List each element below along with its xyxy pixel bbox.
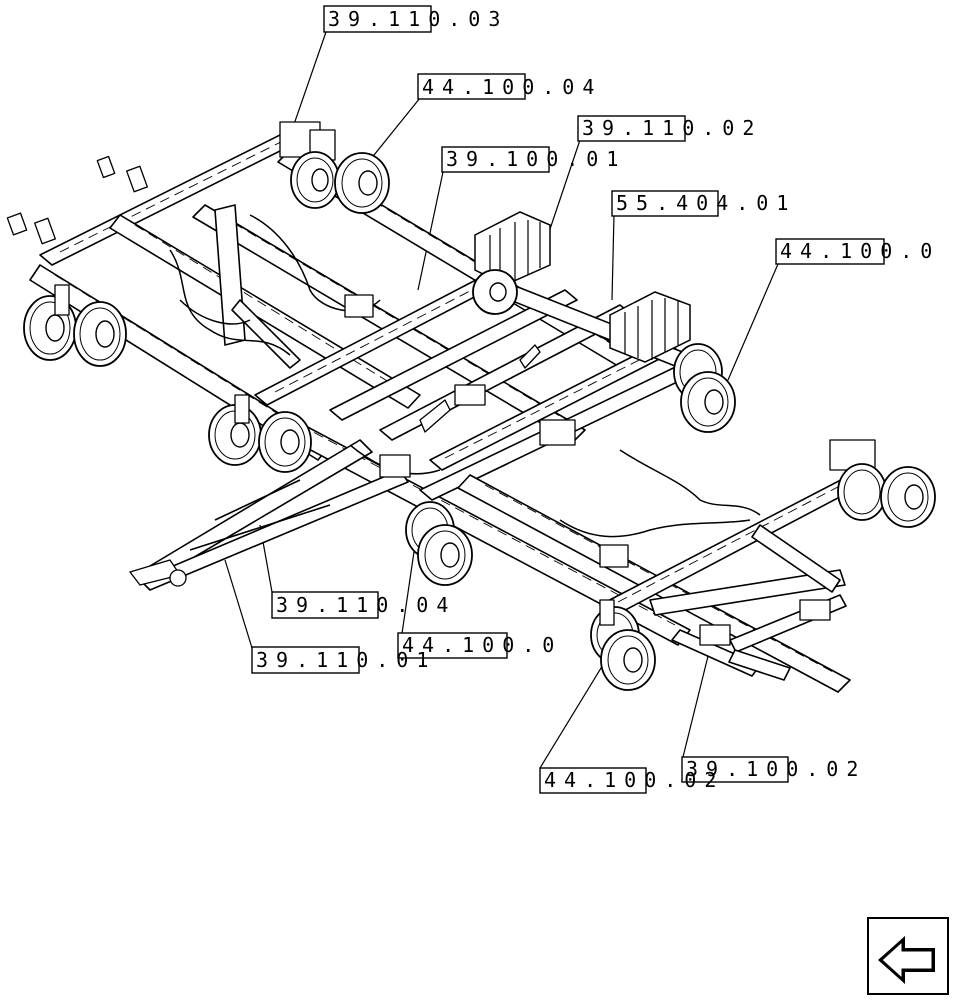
- wheel-right-center-2: [680, 371, 736, 433]
- callout-39-110-03[interactable]: 39.110.03: [323, 5, 508, 33]
- wheel-right-wing-rear-2: [880, 466, 936, 528]
- brackets: [6, 121, 876, 646]
- leader-lines: [224, 31, 779, 769]
- callout-44-100-0-right[interactable]: 44.100.0: [775, 238, 940, 265]
- callouts: 39.110.03 44.100.04 39.110.02 39.100.01 …: [251, 5, 940, 794]
- return-arrow-icon[interactable]: [867, 917, 949, 995]
- wheel-top-1: [290, 151, 340, 209]
- ballast-weights: [474, 211, 691, 363]
- wheel-front-center-2: [417, 524, 473, 586]
- svg-text:44.100.02: 44.100.02: [544, 768, 724, 792]
- callout-39-110-02[interactable]: 39.110.02: [577, 115, 762, 142]
- callout-44-100-0-front[interactable]: 44.100.0: [397, 632, 562, 659]
- svg-text:39.100.01: 39.100.01: [446, 147, 626, 171]
- callout-39-110-04[interactable]: 39.110.04: [271, 591, 456, 619]
- wheel-left-wing-2: [73, 301, 127, 367]
- callout-44-100-02[interactable]: 44.100.02: [539, 767, 724, 794]
- callout-55-404-01[interactable]: 55.404.01: [611, 190, 796, 217]
- svg-text:44.100.04: 44.100.04: [422, 75, 602, 99]
- svg-text:39.110.04: 39.110.04: [276, 593, 456, 617]
- wheel-right-wing-front-2: [600, 629, 656, 691]
- callout-39-100-02[interactable]: 39.100.02: [681, 756, 866, 783]
- callout-39-110-01[interactable]: 39.110.01: [251, 646, 436, 674]
- svg-text:39.100.02: 39.100.02: [686, 757, 866, 781]
- wheels: [23, 151, 936, 691]
- wheel-weight-1: [472, 269, 518, 315]
- svg-text:39.110.03: 39.110.03: [328, 7, 508, 31]
- wheel-top-2: [334, 152, 390, 214]
- wheel-right-wing-rear-1: [837, 463, 887, 521]
- svg-text:39.110.01: 39.110.01: [256, 648, 436, 672]
- svg-text:39.110.02: 39.110.02: [582, 116, 762, 140]
- callout-44-100-04[interactable]: 44.100.04: [417, 73, 602, 100]
- svg-text:44.100.0: 44.100.0: [402, 633, 562, 657]
- wheel-center-left-2: [258, 411, 312, 473]
- callout-39-100-01[interactable]: 39.100.01: [441, 146, 626, 173]
- svg-text:55.404.01: 55.404.01: [616, 191, 796, 215]
- svg-text:44.100.0: 44.100.0: [780, 239, 940, 263]
